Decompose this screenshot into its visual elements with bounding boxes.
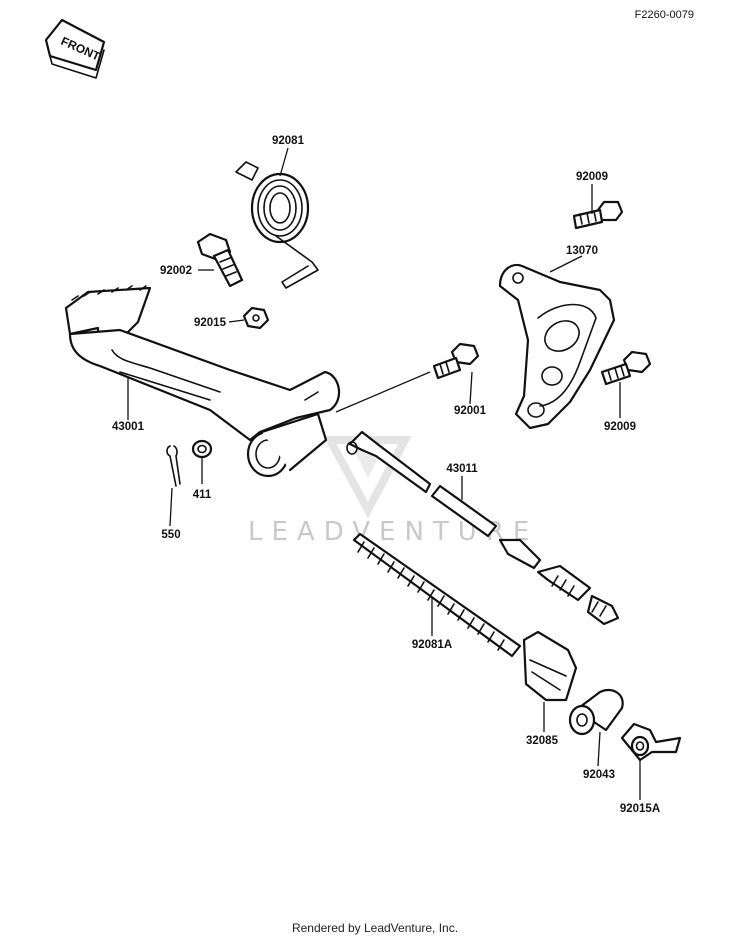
label-92043: 92043 bbox=[583, 769, 615, 781]
label-92009-upper: 92009 bbox=[576, 171, 608, 183]
label-32085: 32085 bbox=[526, 735, 559, 747]
adjuster-nut-92043[interactable] bbox=[568, 688, 624, 736]
bolt-92009-lower[interactable] bbox=[600, 350, 652, 386]
label-43001: 43001 bbox=[112, 421, 145, 433]
label-92001: 92001 bbox=[454, 405, 487, 417]
label-92002: 92002 bbox=[160, 265, 192, 277]
leader-lines bbox=[127, 147, 641, 800]
label-92081: 92081 bbox=[272, 135, 305, 147]
label-92009-lower: 92009 bbox=[604, 421, 636, 433]
brake-pedal-43001[interactable] bbox=[64, 285, 341, 478]
label-411: 411 bbox=[193, 489, 212, 501]
wing-nut-92015A[interactable] bbox=[620, 722, 682, 762]
label-13070: 13070 bbox=[566, 245, 598, 257]
label-92015A: 92015A bbox=[620, 803, 660, 815]
label-550: 550 bbox=[161, 529, 180, 541]
footer-credit: Rendered by LeadVenture, Inc. bbox=[292, 921, 458, 935]
diagram-code: F2260-0079 bbox=[635, 9, 694, 21]
cotter-pin-550[interactable] bbox=[166, 445, 181, 487]
spring-clip-32085[interactable] bbox=[522, 630, 578, 702]
bolt-92001[interactable] bbox=[432, 342, 480, 380]
washer-411[interactable] bbox=[191, 439, 213, 459]
label-92081A: 92081A bbox=[412, 639, 452, 651]
bracket-13070[interactable] bbox=[498, 263, 616, 430]
bolt-92002[interactable] bbox=[196, 232, 244, 288]
return-spring-92081A[interactable] bbox=[352, 532, 522, 658]
watermark-text: LEADVENTURE bbox=[248, 517, 538, 547]
brake-rod-43011[interactable] bbox=[346, 430, 620, 626]
label-43011: 43011 bbox=[446, 463, 478, 475]
torsion-spring-92081[interactable] bbox=[235, 161, 319, 289]
label-92015: 92015 bbox=[194, 317, 227, 329]
bolt-92009-upper[interactable] bbox=[572, 200, 624, 230]
front-arrow-icon: FRONT bbox=[44, 18, 106, 79]
nut-92015[interactable] bbox=[242, 306, 270, 330]
